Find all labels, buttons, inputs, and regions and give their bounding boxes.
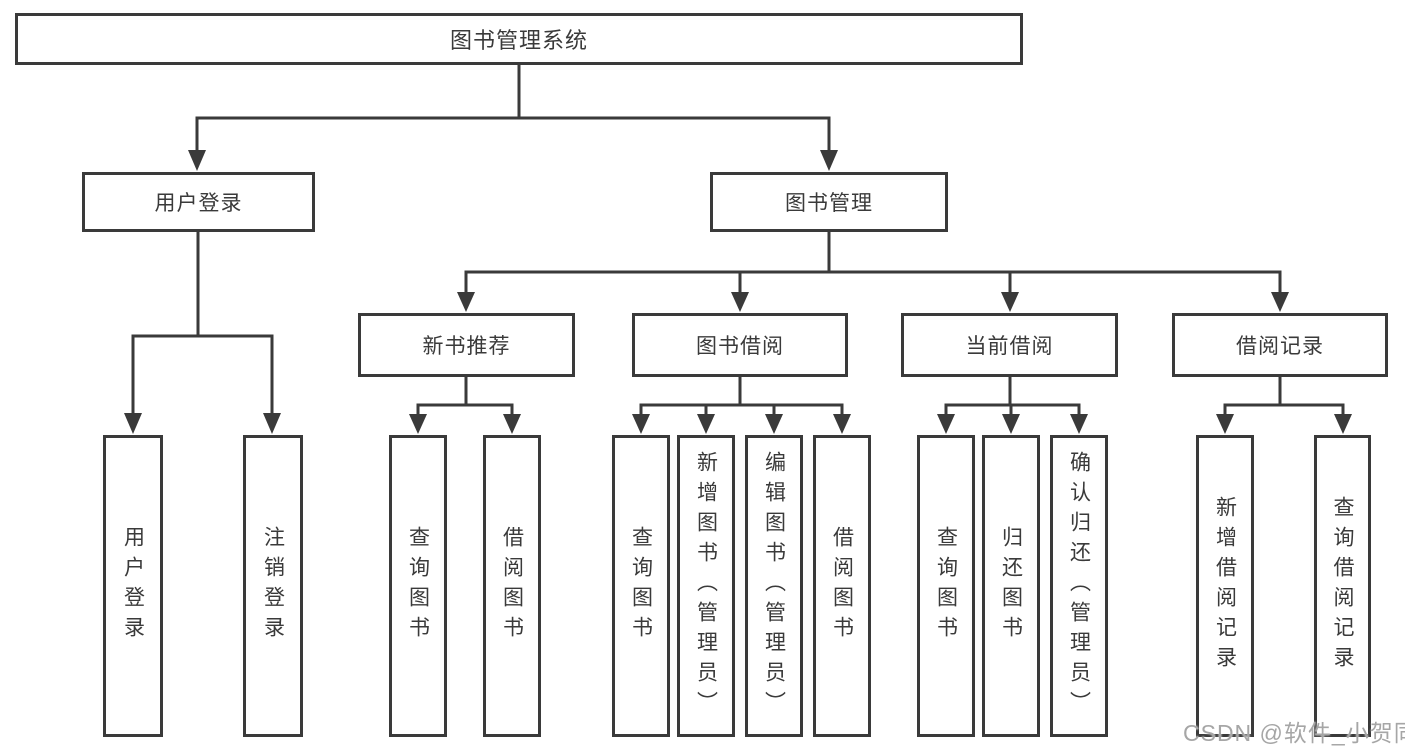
leaf-user-login: 用户登录 <box>103 435 163 737</box>
leaf-borrow-books-borrowing: 借阅图书 <box>813 435 871 737</box>
leaf-query-books-borrowing: 查询图书 <box>612 435 670 737</box>
node-borrowing-records: 借阅记录 <box>1172 313 1388 377</box>
connector-root-to-level2 <box>188 65 838 171</box>
leaf-query-books-current: 查询图书 <box>917 435 975 737</box>
connector-current-borrowing-to-leaves <box>937 377 1088 434</box>
leaf-add-book-admin: 新增图书（管理员） <box>677 435 735 737</box>
node-root-library-management-system: 图书管理系统 <box>15 13 1023 65</box>
node-book-management: 图书管理 <box>710 172 948 232</box>
node-current-borrowing: 当前借阅 <box>901 313 1118 377</box>
connector-book-management-to-level3 <box>457 232 1289 312</box>
leaf-borrow-books-recommend: 借阅图书 <box>483 435 541 737</box>
node-user-login: 用户登录 <box>82 172 315 232</box>
leaf-logout: 注销登录 <box>243 435 303 737</box>
connector-book-borrowing-to-leaves <box>632 377 851 434</box>
connector-borrowing-records-to-leaves <box>1216 377 1352 434</box>
connector-new-book-recommend-to-leaves <box>409 377 521 434</box>
node-new-book-recommend: 新书推荐 <box>358 313 575 377</box>
leaf-edit-book-admin: 编辑图书（管理员） <box>745 435 803 737</box>
node-book-borrowing: 图书借阅 <box>632 313 848 377</box>
leaf-query-borrow-record: 查询借阅记录 <box>1314 435 1371 737</box>
leaf-return-books: 归还图书 <box>982 435 1040 737</box>
leaf-query-books-recommend: 查询图书 <box>389 435 447 737</box>
leaf-add-borrow-record: 新增借阅记录 <box>1196 435 1254 737</box>
connector-user-login-to-leaves <box>124 232 281 434</box>
leaf-confirm-return-admin: 确认归还（管理员） <box>1050 435 1108 737</box>
csdn-watermark: CSDN @软件_小贺同学 <box>1183 720 1405 746</box>
